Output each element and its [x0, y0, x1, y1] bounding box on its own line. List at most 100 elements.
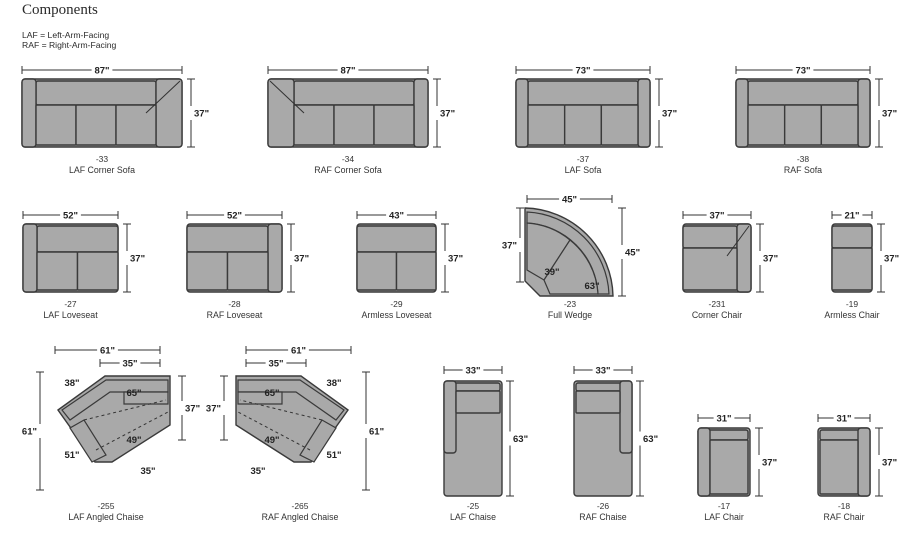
component-code: -33 — [96, 154, 109, 164]
dimension-label-bg — [792, 64, 814, 76]
dimension-label: 37" — [206, 404, 221, 415]
dimension-label-bg — [91, 64, 113, 76]
right-arm — [857, 78, 871, 148]
seam — [95, 411, 169, 451]
seat-cushion — [75, 104, 117, 146]
component-code: -265 — [291, 501, 308, 511]
seam — [83, 399, 167, 421]
dimension-label-bg — [337, 64, 359, 76]
back-cushion — [682, 225, 738, 249]
dimension-label: 37" — [882, 458, 897, 469]
back-cushion — [293, 80, 415, 106]
component-name: RAF Chaise — [579, 512, 627, 522]
dimension-label-bg — [289, 251, 293, 265]
dimension-label-bg — [189, 106, 193, 120]
dimension-label: 21" — [844, 211, 859, 222]
dimension-label: 37" — [185, 404, 200, 415]
dimension-label-bg — [879, 251, 883, 265]
dimension-label: 51" — [64, 450, 79, 461]
component-name: LAF Chaise — [450, 512, 496, 522]
seat-cushion — [543, 239, 599, 295]
dimension-label: 61" — [369, 427, 384, 438]
dimension-label: 37" — [662, 109, 677, 120]
seat-cushion — [820, 104, 859, 146]
component-name: RAF Chair — [823, 512, 864, 522]
component-code: -26 — [597, 501, 610, 511]
dimension-label: 43" — [389, 211, 404, 222]
seat-cushion — [747, 104, 786, 146]
dimension-label: 37" — [194, 109, 209, 120]
dimension-label: 37" — [884, 254, 899, 265]
component-name: RAF Sofa — [784, 165, 822, 175]
seam — [237, 411, 311, 451]
dimension-label-bg — [288, 344, 309, 356]
dimension-label-bg — [125, 251, 129, 265]
dimension-label: 63" — [513, 434, 528, 445]
dimension-label-bg — [222, 401, 226, 415]
dimension-label-bg — [364, 424, 368, 438]
seat-cushion — [36, 251, 79, 291]
dimension-label: 73" — [575, 66, 590, 77]
dimension-label: 61" — [100, 346, 115, 357]
dimension-label: 65" — [126, 388, 141, 399]
seat-cushion — [455, 390, 501, 414]
corner-seam — [145, 80, 181, 114]
seat-cushion — [819, 439, 859, 495]
dimension-label: 37" — [763, 254, 778, 265]
corner-seam — [726, 225, 750, 257]
component-name: Armless Loveseat — [362, 310, 432, 320]
dimension-label: 49" — [126, 435, 141, 446]
seat-cushion — [563, 104, 603, 146]
dimension-label-bg — [38, 424, 42, 438]
component-code: -37 — [577, 154, 590, 164]
seat-cushion — [356, 251, 398, 291]
back-cushion — [356, 225, 437, 253]
dimension-label: 37" — [448, 254, 463, 265]
back-cushion — [36, 225, 119, 253]
dimension-label: 87" — [94, 66, 109, 77]
dimension-label: 51" — [326, 450, 341, 461]
dimension-label-bg — [60, 209, 81, 221]
dimension-label: 61" — [291, 346, 306, 357]
dimension-label-bg — [706, 209, 728, 221]
left-arm — [21, 78, 37, 148]
arm — [299, 419, 337, 463]
seat-cushion — [186, 251, 229, 291]
seat-cushion — [709, 439, 749, 495]
arm — [69, 419, 107, 463]
component-code: -25 — [467, 501, 480, 511]
component-name: LAF Corner Sofa — [69, 165, 135, 175]
seat-cushion — [783, 104, 823, 146]
dimension-label-bg — [877, 455, 881, 469]
dimension-label: 33" — [595, 366, 610, 377]
seat-cushion — [237, 391, 283, 405]
component-name: Full Wedge — [548, 310, 592, 320]
dimension-label-bg — [119, 357, 141, 369]
dimension-label: 52" — [63, 211, 78, 222]
arm — [443, 380, 457, 454]
component-name: RAF Angled Chaise — [262, 512, 339, 522]
dimension-label: 52" — [227, 211, 242, 222]
component-code: -29 — [390, 299, 403, 309]
page-title: Components — [22, 2, 98, 18]
dimension-label: 38" — [326, 378, 341, 389]
component-name: Corner Chair — [692, 310, 742, 320]
dimension-label-bg — [592, 364, 614, 376]
dimension-label: 35" — [140, 466, 155, 477]
dimension-label-bg — [620, 245, 624, 259]
dimension-label: 63" — [584, 281, 599, 292]
dimension-label: 37" — [762, 458, 777, 469]
legend-laf: LAF = Left-Arm-Facing — [22, 30, 110, 40]
component-code: -34 — [342, 154, 355, 164]
component-name: LAF Angled Chaise — [68, 512, 143, 522]
dimension-label: 35" — [268, 359, 283, 370]
component-code: -17 — [718, 501, 731, 511]
dimension-label: 31" — [716, 414, 731, 425]
component-name: LAF Loveseat — [43, 310, 98, 320]
